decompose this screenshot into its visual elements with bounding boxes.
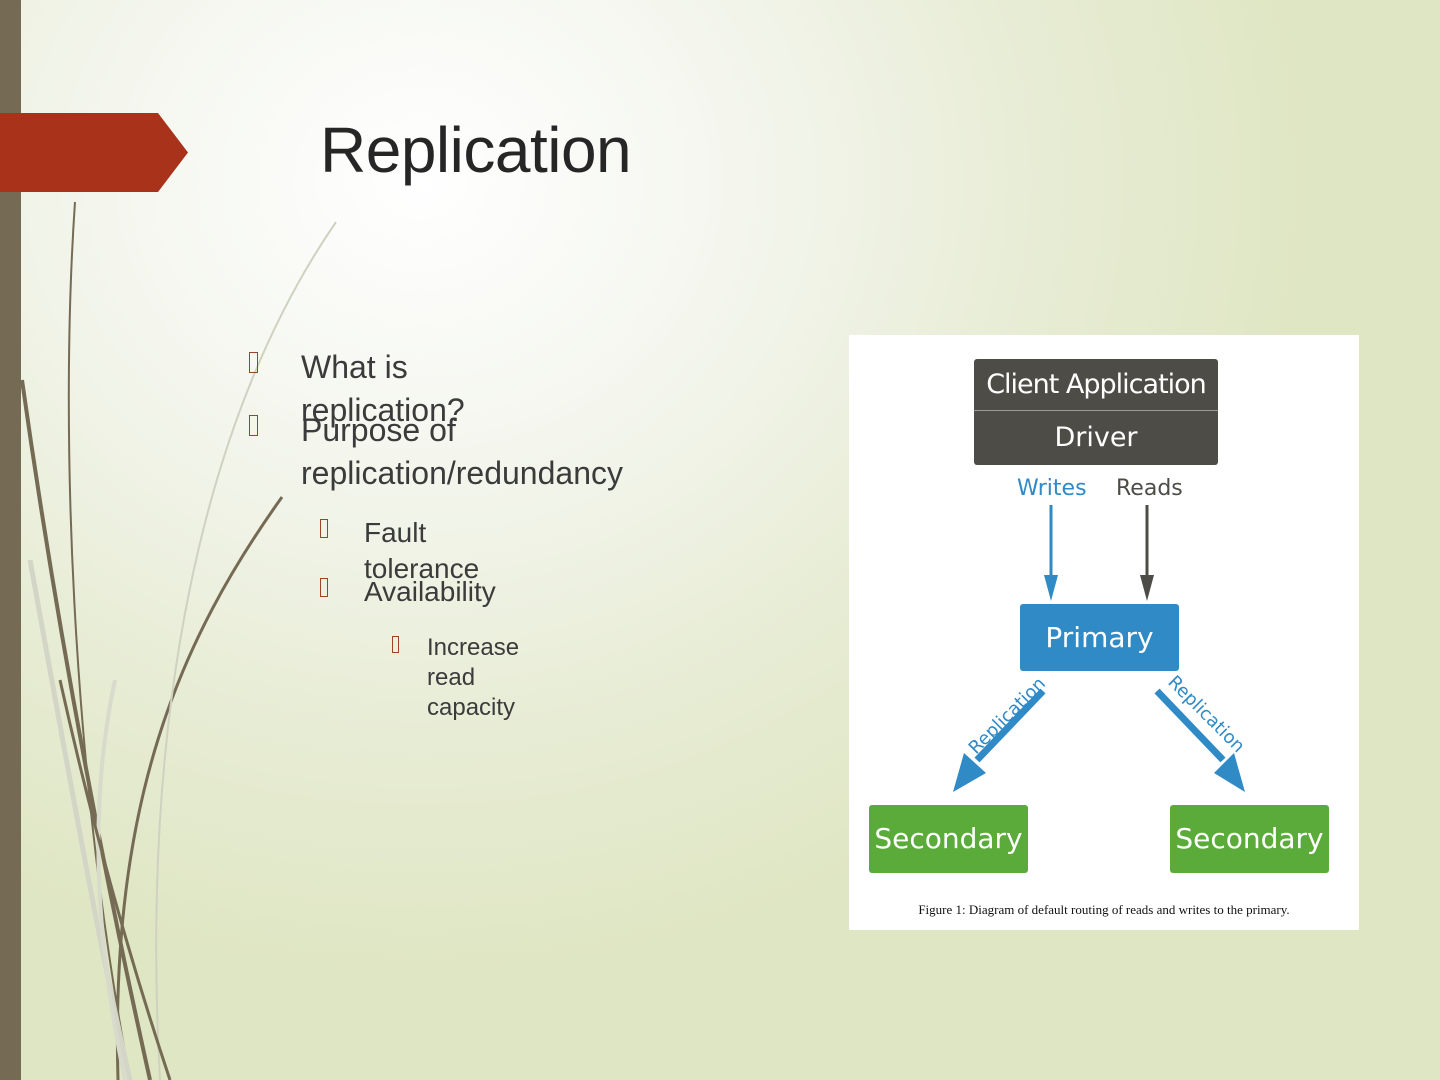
client-application-box: Client Application Driver [974, 359, 1218, 465]
bullet-text: Purpose of replication/redundancy [301, 412, 623, 491]
bullet-text: Fault tolerance [364, 517, 480, 584]
secondary-node-right: Secondary [1170, 805, 1329, 873]
writes-label: Writes [1017, 476, 1087, 501]
bullet-marker-icon [249, 352, 258, 373]
bullet-text: Availability [364, 576, 496, 607]
bullet-item: Fault tolerance [320, 515, 480, 587]
bullet-marker-icon [320, 519, 328, 538]
replication-arrow-left [953, 688, 1046, 792]
replication-left-label: Replication [965, 673, 1050, 758]
bullet-text: What is replication? [301, 349, 465, 428]
reads-arrow [1140, 505, 1154, 601]
client-application-label: Client Application [974, 359, 1218, 411]
primary-node-box: Primary [1020, 604, 1179, 671]
replication-diagram-figure: Replication Replication Client Applicati… [849, 335, 1359, 930]
bullet-marker-icon [320, 578, 328, 597]
secondary-node-left: Secondary [869, 805, 1028, 873]
bullet-item: Availability [320, 574, 496, 610]
bullet-marker-icon [392, 636, 399, 653]
writes-arrow [1044, 505, 1058, 601]
bullet-item: What is replication? [249, 346, 465, 432]
reads-label: Reads [1116, 476, 1183, 501]
diagram-arrows: Replication Replication [953, 505, 1249, 792]
bullet-text: Increase read capacity [427, 634, 520, 721]
bullet-item: Increase read capacity [392, 633, 520, 723]
slide-title: Replication [320, 114, 632, 186]
bullet-item: Purpose of replication/redundancy [249, 409, 701, 495]
left-accent-bar [0, 0, 21, 1080]
title-accent-tag [0, 113, 188, 192]
bullet-marker-icon [249, 415, 258, 436]
replication-arrow-right [1154, 688, 1245, 792]
figure-caption: Figure 1: Diagram of default routing of … [918, 902, 1290, 917]
driver-label: Driver [1054, 422, 1138, 453]
